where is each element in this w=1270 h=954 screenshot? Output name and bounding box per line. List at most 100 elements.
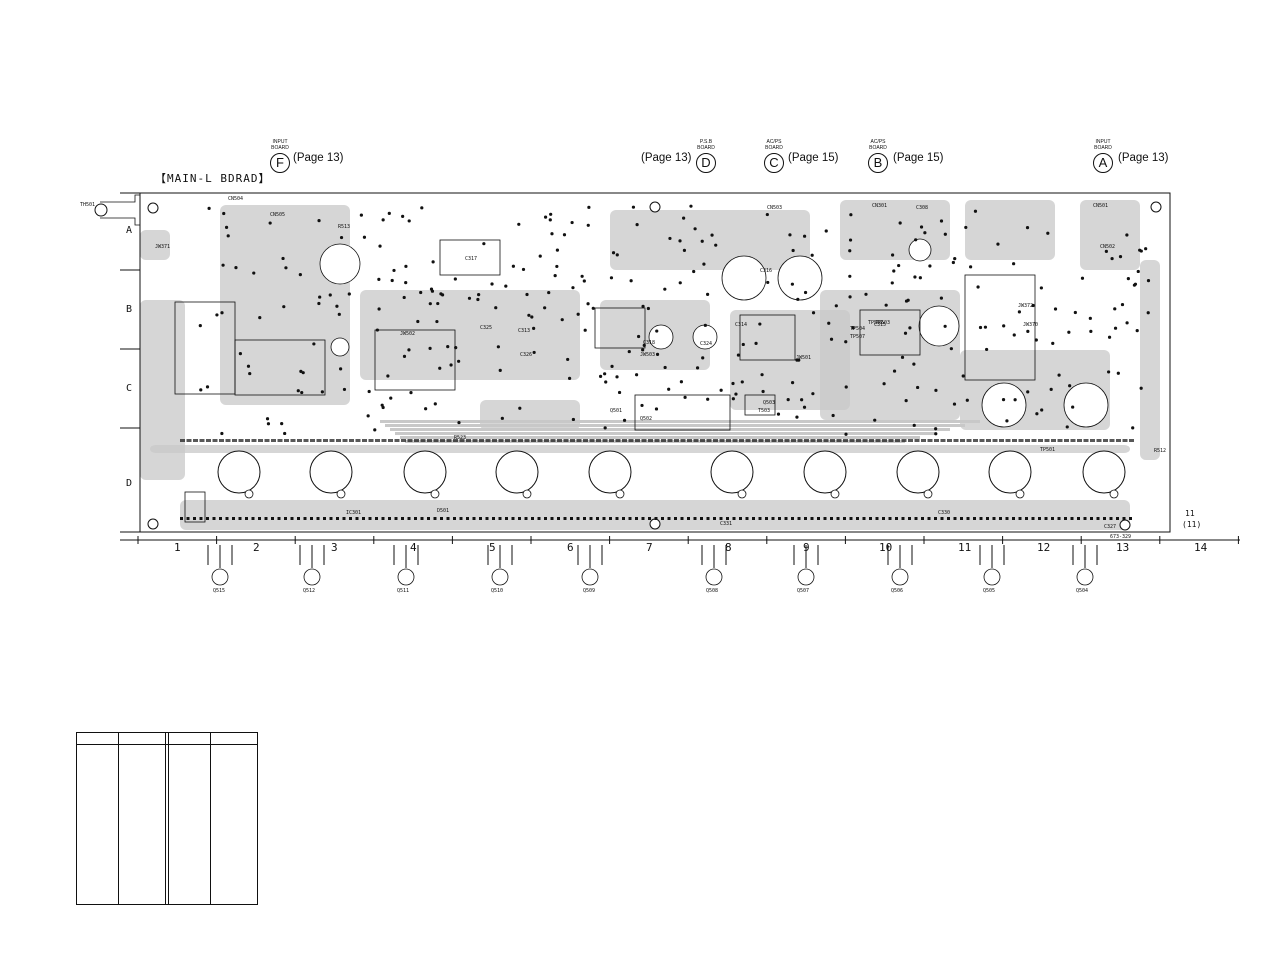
capacitor [319,243,361,285]
pad [1146,311,1150,315]
transistor-label: Q515 [213,588,226,594]
pad [615,439,621,442]
pad [1026,329,1030,333]
pad [790,380,795,385]
mounting-hole [147,518,159,530]
pad [492,439,497,442]
pad [1116,439,1121,442]
pad [869,517,872,520]
pad [882,517,885,520]
grid-col-4: 4 [410,541,417,554]
connector-b-caption-1: AC/PS [870,139,886,145]
pad [719,439,725,442]
pad [402,354,407,358]
copper-area [965,200,1055,260]
connector-c-id: C [764,153,784,173]
grid-col-11: 11 [958,541,972,554]
pad [342,517,346,520]
pad [776,412,781,416]
pad [745,517,749,520]
copper-trace [390,428,950,431]
pad [862,517,866,520]
component-label: TP502 [868,320,884,326]
pad [912,423,916,427]
pad [602,517,606,520]
pad [983,325,988,329]
pad [355,439,361,442]
pad [238,517,242,520]
component-outline [439,239,501,276]
pad [693,517,697,520]
connector-f-caption-1: INPUT [272,139,288,145]
pad [882,439,887,442]
pad [440,517,443,520]
pad [823,439,829,442]
pad [303,439,309,442]
pad [1031,439,1037,442]
pad [706,439,712,442]
pad [1025,226,1030,230]
component-label: C330 [938,510,951,516]
pad [219,517,222,520]
pad [290,439,296,442]
pad [700,239,704,243]
pad [804,517,807,520]
mounting-hole [1119,519,1131,531]
connector-c-caption-2: BOARD [765,145,783,151]
pad [511,517,515,520]
pad [674,439,679,442]
component-label: D501 [437,508,450,514]
component-label: T503 [758,408,771,414]
grid-col-3: 3 [331,541,338,554]
pad [303,517,307,520]
pad [901,439,907,442]
pad [1035,412,1039,416]
pad [1103,517,1106,520]
pad [199,517,203,520]
pad [856,439,861,442]
pad [570,439,575,442]
pad [903,331,908,335]
component-outline [594,307,646,349]
capacitor-pad [430,489,440,499]
pad [1109,439,1115,442]
pad [765,439,770,442]
pad [736,353,741,357]
pad [1104,249,1108,253]
component-label: C324 [700,341,713,347]
connector-d-id: D [696,153,716,173]
pad [407,219,411,223]
copper-area [140,230,170,260]
pad [914,517,918,520]
pad [771,439,777,442]
pad [336,517,339,520]
pad [377,277,381,281]
pad [1120,302,1125,307]
copper-area [150,445,1130,453]
pad [999,517,1002,520]
pad [654,439,660,442]
pad [752,439,757,442]
pad [682,248,687,252]
pad [1107,335,1112,339]
pad [530,315,534,319]
copper-trace [400,436,920,439]
pad [714,243,718,247]
pad [904,299,909,303]
pad [810,517,814,520]
component-label: C327 [1104,524,1117,530]
pad [843,517,846,520]
pad [548,218,552,222]
transistor-symbol [1076,568,1094,586]
pad [571,286,575,290]
pad [1005,517,1009,520]
pad [1017,310,1021,314]
component-label: Q503 [763,400,776,406]
pad [611,251,616,255]
pad [978,325,983,330]
pad [339,235,344,240]
pad [387,211,391,215]
pad [366,414,370,418]
connector-b: AC/PS BOARD B [848,139,908,173]
pad [427,517,430,520]
